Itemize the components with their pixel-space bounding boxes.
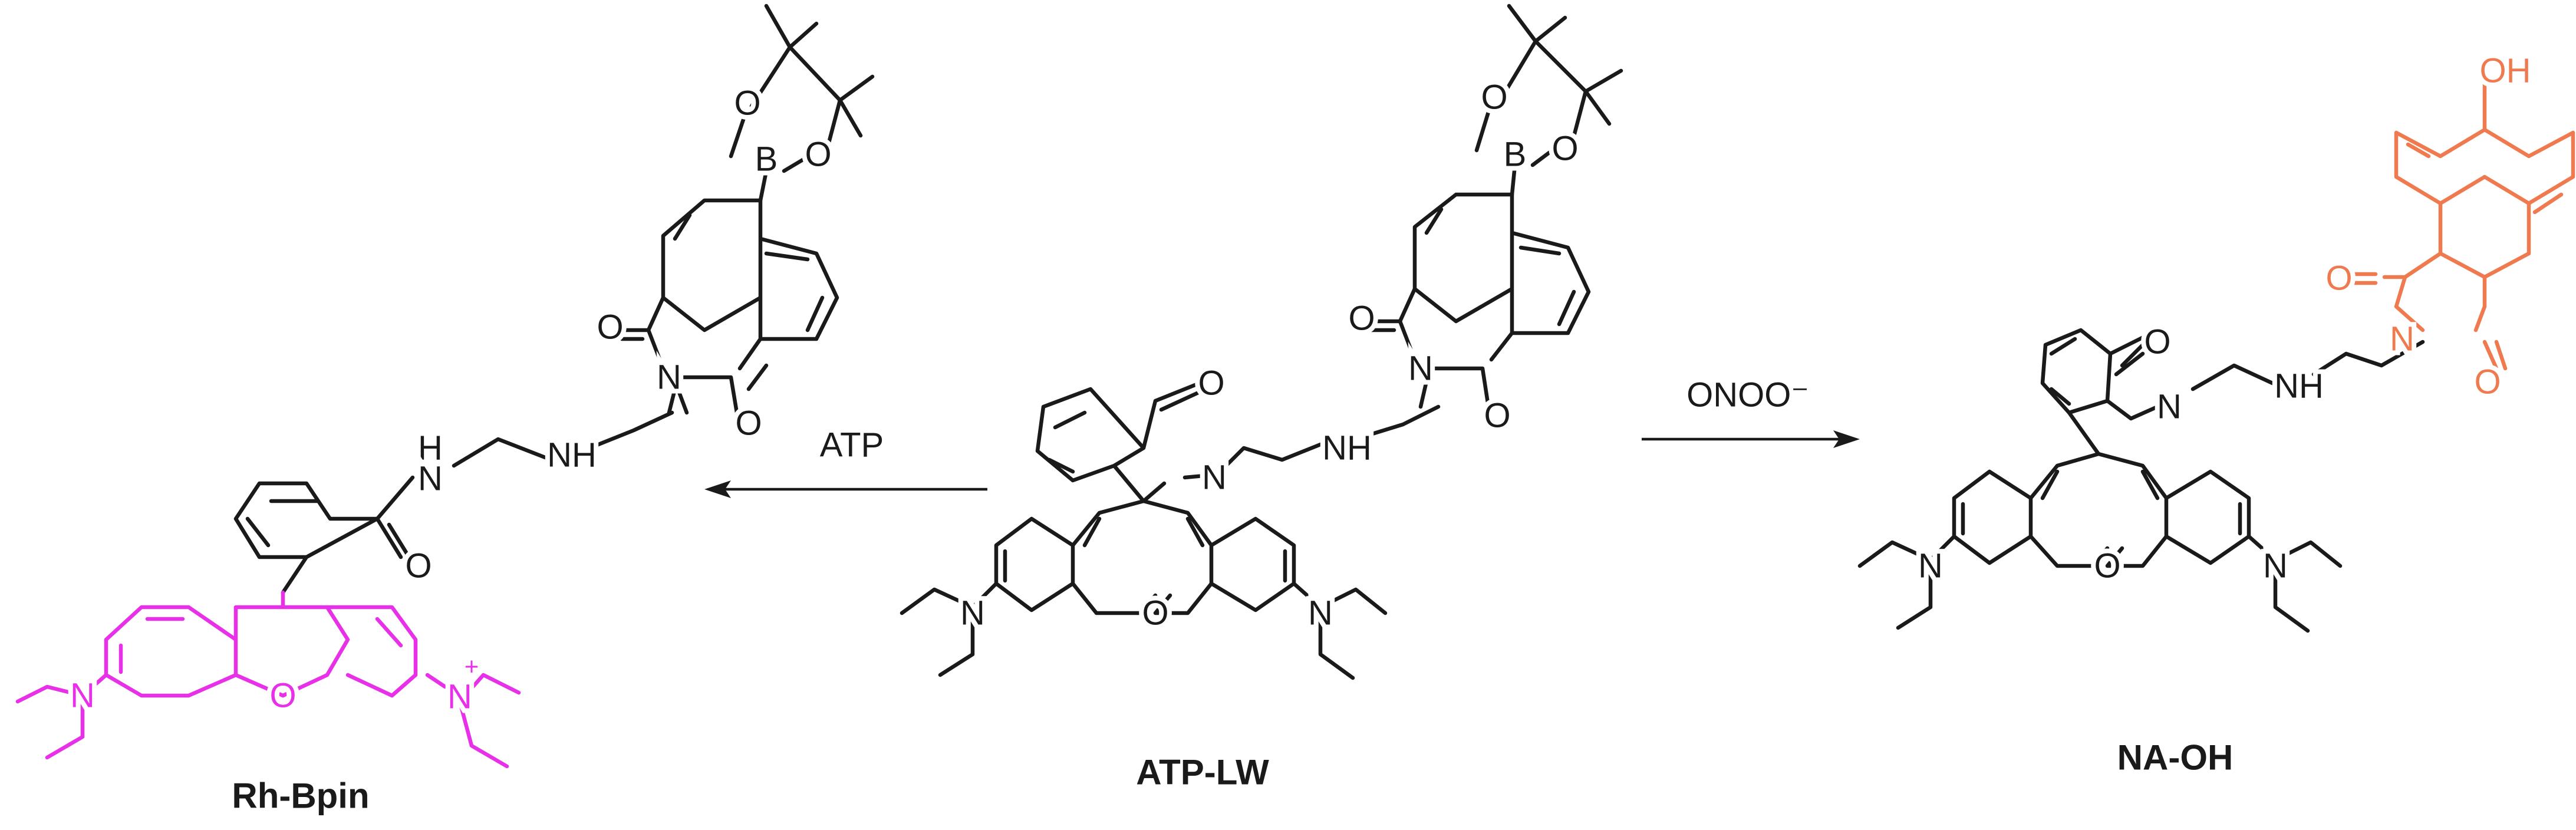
atom-o-left-2: O [805,136,831,174]
atom-b-left: B [755,140,778,179]
atom-o-right-1: O [2325,259,2352,298]
atom-n-right-right: N [2263,547,2288,585]
atom-o-center-xanthene: O [1142,594,1168,633]
charge-plus: + [465,653,479,680]
structure-atp-lw [900,4,1623,680]
atom-n-center-right: N [1308,594,1333,633]
atom-o-right-lactam: O [2144,323,2170,361]
atom-o-center-3: O [1348,299,1375,338]
arrow-to-na-oh [1642,430,1860,448]
reagent-label-peroxynitrite: ONOO⁻ [1686,376,1809,414]
atom-o-center-1: O [1481,78,1507,117]
atom-o-center-lactam: O [1198,364,1224,403]
atom-o-left-3: O [597,308,623,347]
atom-nh-left-1: NH [547,436,597,475]
atom-n-center-imide: N [1408,350,1433,388]
atom-n-left-imide: N [657,358,681,397]
atom-n-left-iminium: N [447,678,472,716]
atom-o-right-2: O [2474,363,2501,401]
atom-n-left-diethyl: N [70,677,95,715]
atom-nh-center: NH [1322,429,1372,467]
atom-o-center-2: O [1551,130,1578,168]
atom-o-right-xanthene: O [2094,547,2120,585]
atom-o-left-4: O [735,404,762,443]
atom-o-center-4: O [1484,397,1510,435]
atom-n-left-amide: N [418,460,443,498]
atom-o-left-amide: O [405,547,431,585]
structure-rh-bpin [15,4,875,769]
compound-name-rh-bpin: Rh-Bpin [232,776,369,816]
atom-n-right-lactam: N [2157,388,2182,426]
atom-oh-right: OH [2480,52,2531,90]
arrow-to-rh-bpin [704,480,987,498]
atom-b-center: B [1504,136,1527,174]
atom-n-center-lactam: N [1202,459,1227,497]
atom-o-left-xanthene: O [269,677,296,715]
atom-n-right-left: N [1918,547,1943,585]
structure-na-oh [1857,74,2575,633]
compound-name-na-oh: NA-OH [2117,738,2234,778]
atom-o-left-1: O [734,84,760,123]
atom-n-right-imide: N [2390,320,2414,358]
compound-name-atp-lw: ATP-LW [1136,753,1269,792]
atom-h-left: H [418,429,443,467]
atom-nh-right: NH [2274,367,2324,406]
atom-n-center-left: N [960,594,985,633]
reagent-label-atp: ATP [820,426,884,465]
